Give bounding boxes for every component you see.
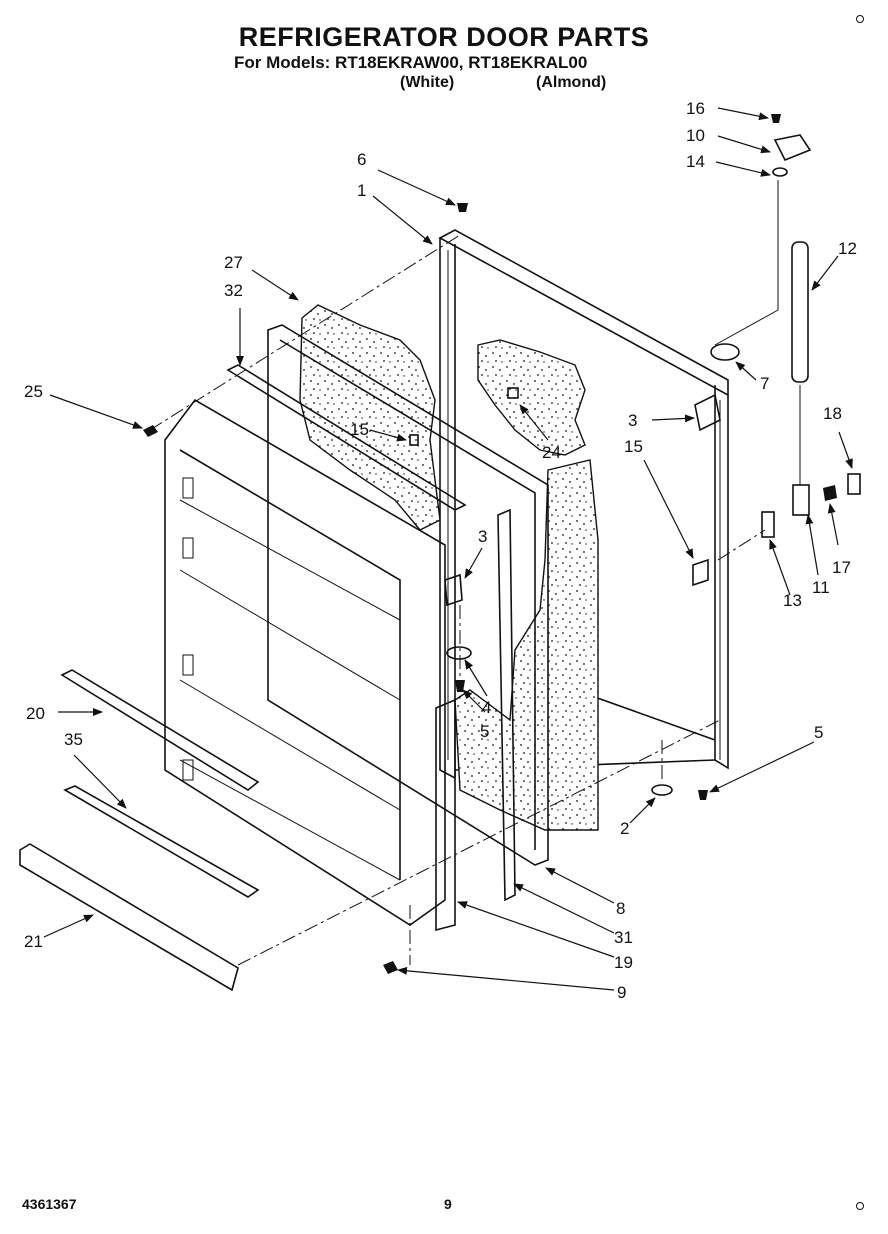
callout-1: 1 bbox=[357, 181, 366, 200]
document-number: 4361367 bbox=[22, 1196, 77, 1212]
page-title: REFRIGERATOR DOOR PARTS bbox=[238, 22, 650, 52]
callout-18: 18 bbox=[823, 404, 842, 423]
callout-31: 31 bbox=[614, 928, 633, 947]
leader-arrows bbox=[43, 107, 853, 991]
callout-7: 7 bbox=[760, 374, 769, 393]
callout-20: 20 bbox=[26, 704, 45, 723]
callout-25: 25 bbox=[24, 382, 43, 401]
trim-strip-31 bbox=[497, 508, 516, 902]
callout-3-upper: 3 bbox=[628, 411, 637, 430]
callout-10: 10 bbox=[686, 126, 705, 145]
callout-15-left: 15 bbox=[350, 420, 369, 439]
callout-27: 27 bbox=[224, 253, 243, 272]
callout-17: 17 bbox=[832, 558, 851, 577]
callout-12: 12 bbox=[838, 239, 857, 258]
door-bar-20 bbox=[60, 669, 260, 791]
callout-5-right: 5 bbox=[814, 723, 823, 742]
insulation-main bbox=[454, 459, 599, 831]
callout-35: 35 bbox=[64, 730, 83, 749]
door-bar-35 bbox=[63, 785, 260, 898]
finish-white-label: (White) bbox=[400, 74, 455, 91]
inner-door-liner bbox=[164, 398, 446, 926]
callout-21: 21 bbox=[24, 932, 43, 951]
assembly-line bbox=[149, 234, 461, 431]
finish-almond-label: (Almond) bbox=[536, 74, 607, 91]
insulation-upper bbox=[299, 304, 441, 531]
callout-13: 13 bbox=[783, 591, 802, 610]
door-bar-21 bbox=[19, 843, 239, 992]
callout-5-left: 5 bbox=[480, 722, 489, 741]
callout-24: 24 bbox=[542, 443, 561, 462]
callout-4: 4 bbox=[482, 698, 491, 717]
retainer-strip-32 bbox=[226, 364, 467, 511]
door-gasket bbox=[267, 324, 549, 866]
callout-3-lower: 3 bbox=[478, 527, 487, 546]
callout-32: 32 bbox=[224, 281, 243, 300]
screws bbox=[143, 114, 837, 974]
assembly-line bbox=[237, 719, 721, 966]
callout-16: 16 bbox=[686, 99, 705, 118]
registration-mark-top bbox=[856, 15, 864, 23]
callout-11: 11 bbox=[812, 578, 830, 597]
insulation-patch bbox=[477, 339, 586, 456]
hinge-hardware bbox=[409, 134, 861, 796]
callout-15-right: 15 bbox=[624, 437, 643, 456]
models-line: For Models: RT18EKRAW00, RT18EKRAL00 bbox=[234, 53, 588, 72]
callout-labels: 16 10 14 12 6 1 27 32 7 25 3 15 24 18 15… bbox=[24, 99, 857, 1002]
callout-19: 19 bbox=[614, 953, 633, 972]
registration-mark-bottom bbox=[856, 1202, 864, 1210]
trim-strip-19 bbox=[435, 698, 456, 932]
callout-8: 8 bbox=[616, 899, 625, 918]
assembly-line bbox=[717, 529, 766, 561]
callout-14: 14 bbox=[686, 152, 705, 171]
page-number: 9 bbox=[444, 1196, 452, 1212]
callout-9: 9 bbox=[617, 983, 626, 1002]
callout-2: 2 bbox=[620, 819, 629, 838]
callout-6: 6 bbox=[357, 150, 366, 169]
